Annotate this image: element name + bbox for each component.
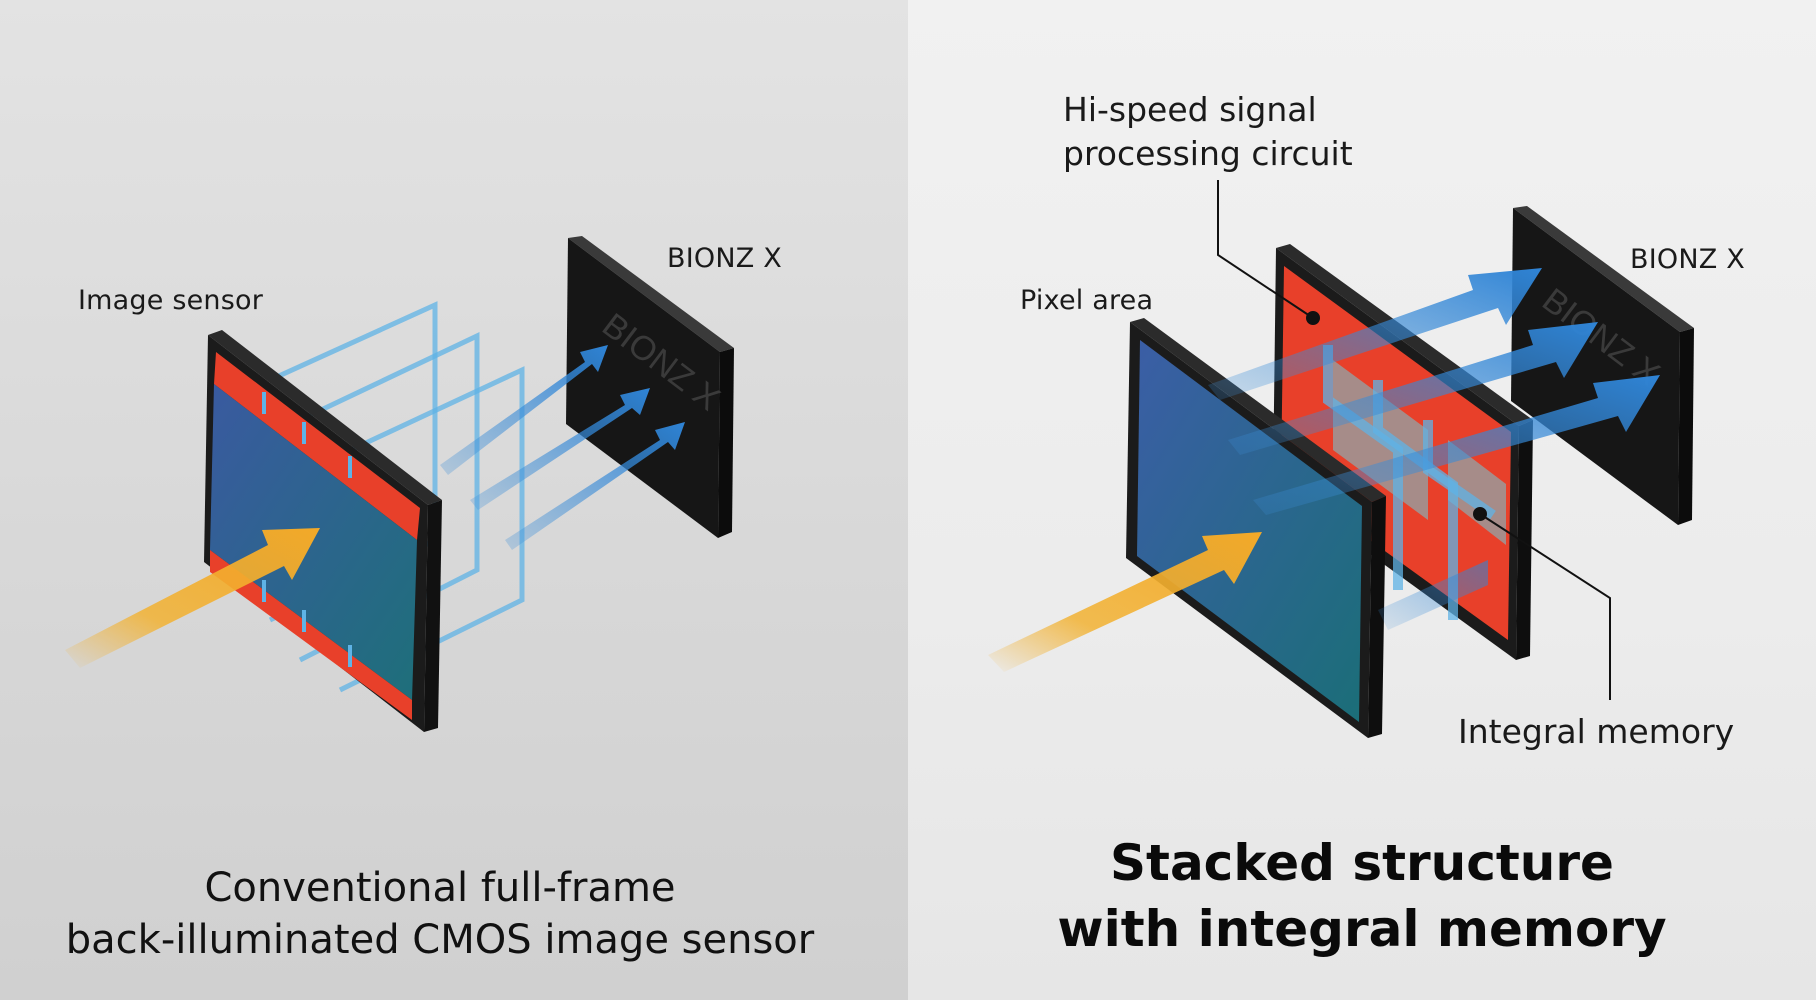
title-stacked-line1: Stacked structure [1110, 834, 1614, 892]
leader-lines [1217, 180, 1611, 700]
left-panel-conventional: BIONZ X Image sensor BIONZ X Conventiona… [0, 0, 908, 1000]
signal-arrows-right [1208, 268, 1660, 630]
conventional-sensor-diagram: BIONZ X [65, 236, 734, 732]
pixel-area-sensor [1126, 318, 1386, 738]
stacked-sensor-diagram: BIONZ X [988, 180, 1694, 738]
title-stacked-line2: with integral memory [1057, 900, 1667, 958]
label-integral-memory: Integral memory [1458, 712, 1735, 751]
label-hispeed-line1: Hi-speed signal [1063, 90, 1317, 129]
image-sensor [204, 330, 442, 732]
bionz-x-chip: BIONZ X [566, 236, 734, 538]
label-hispeed-line2: processing circuit [1063, 134, 1353, 173]
right-panel-stacked: BIONZ X [908, 0, 1816, 1000]
caption-conventional-line1: Conventional full-frame [204, 865, 676, 911]
label-image-sensor: Image sensor [78, 285, 264, 316]
signal-arrows [440, 345, 685, 550]
label-bionz-x-right: BIONZ X [1630, 244, 1745, 275]
label-pixel-area: Pixel area [1020, 285, 1154, 316]
caption-conventional-line2: back-illuminated CMOS image sensor [65, 917, 815, 963]
incoming-light-arrow [65, 528, 320, 668]
incoming-light-arrow-right [988, 532, 1262, 672]
label-bionz-x-left: BIONZ X [667, 243, 782, 274]
